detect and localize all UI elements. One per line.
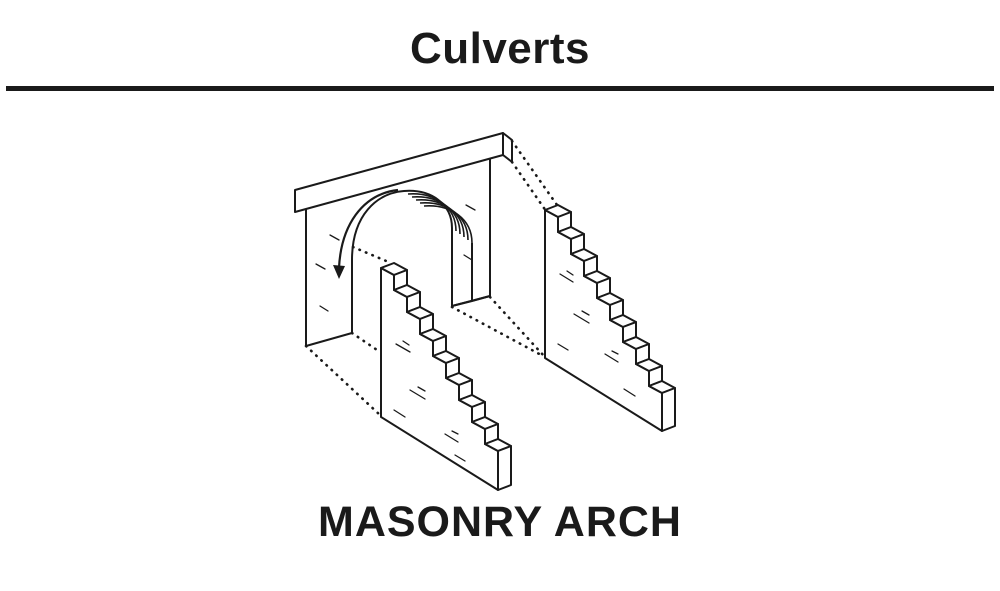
pillar-base-lines xyxy=(451,295,491,307)
wall-face xyxy=(380,267,499,491)
texture-stroke xyxy=(465,204,476,211)
hidden-edge xyxy=(351,245,393,265)
arrow-head xyxy=(333,265,345,279)
texture-stroke xyxy=(573,313,590,324)
texture-stroke xyxy=(402,340,410,346)
texture-stroke xyxy=(315,263,326,270)
texture-stroke xyxy=(417,386,426,392)
texture-stroke xyxy=(623,388,636,397)
near-wing-wall xyxy=(380,262,512,491)
arch-rib xyxy=(423,205,473,244)
wall-end-face xyxy=(661,387,676,432)
texture-marks xyxy=(315,204,636,462)
hidden-edge xyxy=(304,344,382,417)
arch-arrow xyxy=(333,188,399,279)
texture-stroke xyxy=(451,430,459,435)
texture-stroke xyxy=(557,343,569,351)
hidden-edge xyxy=(450,305,545,358)
texture-stroke xyxy=(604,353,619,363)
texture-stroke xyxy=(319,305,329,312)
far-wing-wall xyxy=(544,204,676,432)
hidden-edge xyxy=(510,160,548,213)
hidden-edge xyxy=(350,331,382,354)
texture-stroke xyxy=(409,389,426,400)
hidden-edge xyxy=(488,295,546,358)
texture-stroke xyxy=(454,454,466,462)
texture-stroke xyxy=(444,433,459,443)
texture-stroke xyxy=(463,254,473,261)
figure-caption: MASONRY ARCH xyxy=(318,498,682,546)
wall-face xyxy=(544,209,663,432)
texture-stroke xyxy=(566,270,574,276)
page-title: Culverts xyxy=(409,24,591,73)
texture-stroke xyxy=(611,350,619,355)
texture-stroke xyxy=(581,310,590,316)
texture-stroke xyxy=(395,343,411,353)
arrow-curve xyxy=(337,188,399,269)
title-divider xyxy=(6,86,994,91)
wall-end-face xyxy=(497,445,512,491)
texture-stroke xyxy=(559,273,574,283)
hidden-edge-lines xyxy=(304,139,559,417)
cap-end-face xyxy=(502,132,513,163)
arch-ribs xyxy=(407,193,491,307)
texture-stroke xyxy=(393,409,406,418)
texture-stroke xyxy=(329,234,340,241)
hidden-edge xyxy=(510,139,559,207)
